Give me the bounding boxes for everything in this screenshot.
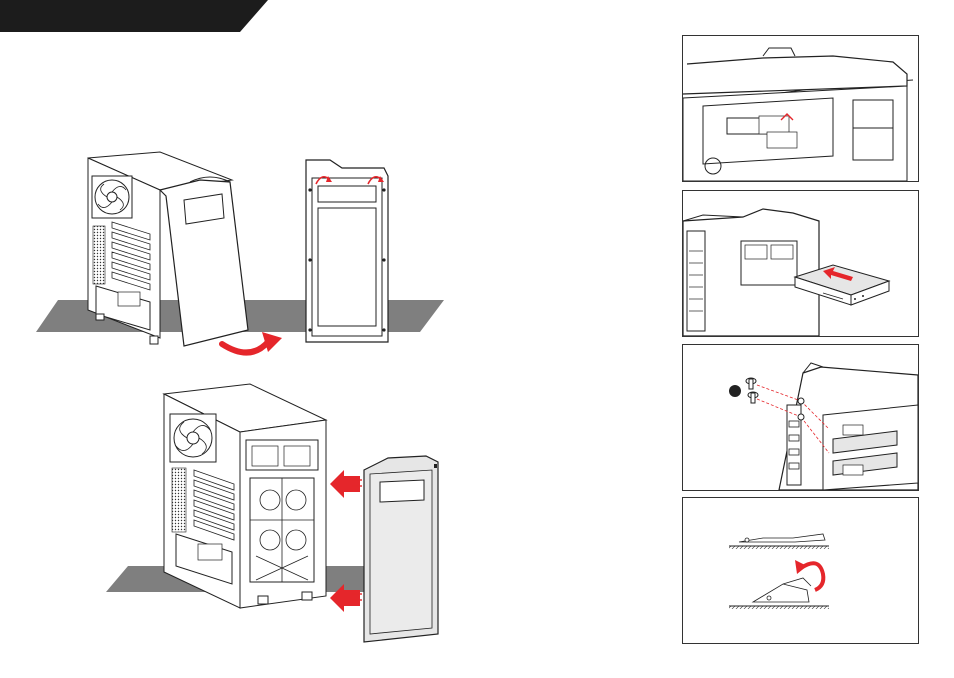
case-side-panel-install-illustration xyxy=(106,384,438,642)
side-panel-rear-view xyxy=(306,160,388,342)
latch-release-icon xyxy=(683,498,918,643)
step-panel-3 xyxy=(682,344,919,491)
case-illustrations xyxy=(0,0,660,678)
optical-drive-insert-icon xyxy=(683,191,918,336)
drive-bay-cover-icon xyxy=(683,36,918,181)
step-panel-2 xyxy=(682,190,919,337)
step-panel-4 xyxy=(682,497,919,644)
step-panel-1 xyxy=(682,35,919,182)
thumbscrew-fasten-icon xyxy=(683,345,918,490)
